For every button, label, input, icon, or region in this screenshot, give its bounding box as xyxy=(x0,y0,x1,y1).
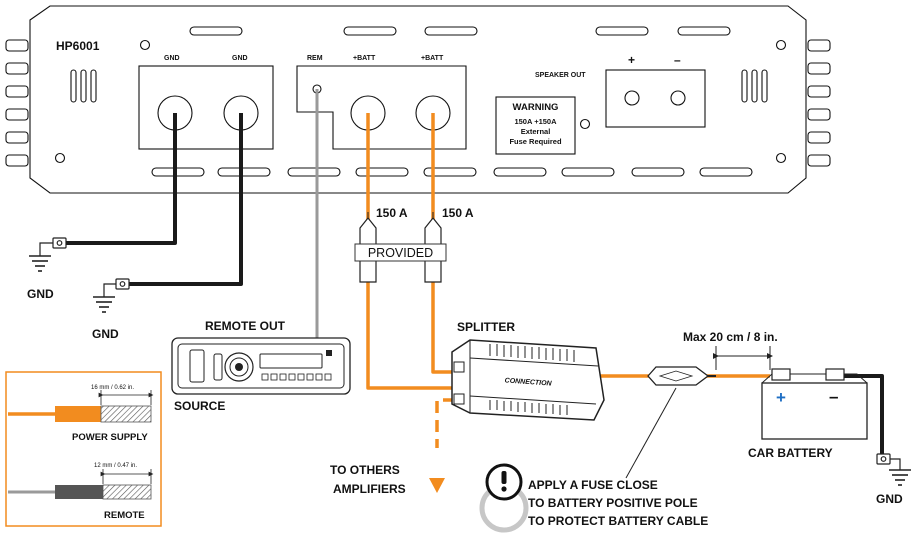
rem-terminal-label: REM xyxy=(307,55,323,62)
battery-terminal-plus[interactable] xyxy=(771,368,791,381)
ground-symbol-right xyxy=(876,453,911,486)
amplifier-body xyxy=(29,5,807,194)
warning-title: WARNING xyxy=(513,102,559,113)
power-cable-2 xyxy=(431,113,455,374)
source-head-unit xyxy=(171,337,351,395)
splitter-fins-top xyxy=(489,344,575,362)
gnd-terminal-label-2: GND xyxy=(232,55,248,62)
ground-label-right: GND xyxy=(876,492,903,506)
speaker-minus-label: – xyxy=(674,53,681,67)
battery-plus-sign: + xyxy=(776,388,786,407)
remote-measure: 12 mm / 0.47 in. xyxy=(94,463,137,469)
power-supply-label: POWER SUPPLY xyxy=(72,432,148,443)
warning-line-2: External xyxy=(521,127,551,136)
provided-badge: PROVIDED xyxy=(354,243,447,262)
heatsink-right xyxy=(807,39,831,167)
car-battery: + – xyxy=(761,368,868,440)
remote-out-label: REMOTE OUT xyxy=(205,319,286,333)
top-slots xyxy=(189,26,731,36)
batt-terminal-label-2: +BATT xyxy=(421,55,444,62)
ground-cable-2 xyxy=(127,113,243,286)
cable-legend: 16 mm / 0.62 in. POWER SUPPLY 12 mm / 0.… xyxy=(5,371,162,527)
distance-label: Max 20 cm / 8 in. xyxy=(683,330,778,344)
provided-label: PROVIDED xyxy=(368,246,433,260)
splitter-fins-bottom xyxy=(489,400,568,415)
ground-label-left-top: GND xyxy=(27,287,54,301)
fuse-note-warning-icon xyxy=(479,463,529,533)
gnd-terminal-panel: GND GND xyxy=(138,55,274,150)
ground-label-left-bottom: GND xyxy=(92,327,119,341)
splitter-label: SPLITTER xyxy=(457,320,515,334)
batt-terminal-label-1: +BATT xyxy=(353,55,376,62)
ground-cables xyxy=(64,113,884,460)
speaker-out-label: SPEAKER OUT xyxy=(535,72,586,79)
ground-symbol-left-top xyxy=(29,237,67,272)
amplifier: HP6001 GND GND REM +BATT +BATT WARNING 1… xyxy=(5,5,831,194)
speaker-plus-label: + xyxy=(628,53,635,67)
remote-cable-sample xyxy=(8,469,154,500)
warning-line-1: 150A +150A xyxy=(514,117,557,126)
power-supply-measure: 16 mm / 0.62 in. xyxy=(91,385,134,391)
ground-symbol-left-bottom xyxy=(93,278,130,313)
fuse-rating-label-2: 150 A xyxy=(442,206,474,220)
fuse-rating-label-1: 150 A xyxy=(376,206,408,220)
speaker-out-panel: SPEAKER OUT + – xyxy=(535,53,706,128)
battery-minus-sign: – xyxy=(829,387,838,406)
power-terminal-panel: REM +BATT +BATT xyxy=(296,55,467,150)
distance-dimension xyxy=(713,346,773,370)
warning-box: WARNING 150A +150A External Fuse Require… xyxy=(495,96,576,155)
speaker-terminal-minus[interactable] xyxy=(670,90,686,106)
fuse-note-line-3: TO PROTECT BATTERY CABLE xyxy=(528,514,708,528)
warning-line-3: Fuse Required xyxy=(509,137,562,146)
battery-ground-cable xyxy=(840,374,884,460)
screw-holes xyxy=(54,39,787,164)
to-others-arrow-icon xyxy=(429,478,445,493)
car-battery-label: CAR BATTERY xyxy=(748,446,833,460)
others-amplifier-cable xyxy=(435,398,455,448)
fuse-note-line-1: APPLY A FUSE CLOSE xyxy=(528,478,658,492)
fuse-note-leader xyxy=(625,387,677,479)
source-buttons xyxy=(261,373,332,381)
battery-inline-fuse xyxy=(647,366,716,386)
splitter-brand: CONNECTION xyxy=(504,377,552,387)
ground-cable-1 xyxy=(64,113,177,245)
fuse-note-line-2: TO BATTERY POSITIVE POLE xyxy=(528,496,698,510)
battery-terminal-minus[interactable] xyxy=(825,368,845,381)
amplifier-model: HP6001 xyxy=(56,39,100,53)
splitter-block: CONNECTION xyxy=(451,339,605,421)
heatsink-left xyxy=(5,39,29,167)
power-cable-1 xyxy=(366,113,455,390)
to-others-line-1: TO OTHERS xyxy=(330,463,400,477)
remote-label: REMOTE xyxy=(104,510,145,521)
vent-grill-right xyxy=(741,69,768,103)
to-others-line-2: AMPLIFIERS xyxy=(333,482,406,496)
speaker-terminal-plus[interactable] xyxy=(624,90,640,106)
bottom-slots xyxy=(151,167,753,177)
source-label: SOURCE xyxy=(174,399,225,413)
gnd-terminal-label-1: GND xyxy=(164,55,180,62)
vent-grill-left xyxy=(70,69,97,103)
power-supply-cable-sample xyxy=(8,390,154,423)
